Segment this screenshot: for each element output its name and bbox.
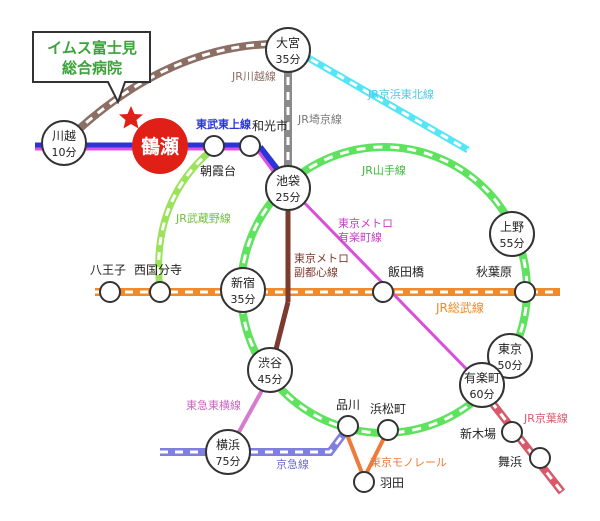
station-time: 60分 <box>470 388 495 401</box>
station-name: 横浜 <box>216 438 240 452</box>
station-name: 浜松町 <box>370 402 406 416</box>
label-line-keikyu: 京急線 <box>276 457 309 471</box>
station-shinjuku: 新宿 35分 <box>220 267 266 313</box>
station-time: 25分 <box>276 191 301 204</box>
station-name: 渋谷 <box>258 356 282 370</box>
station-name: 朝霞台 <box>200 163 236 178</box>
station-name: 品川 <box>336 398 360 412</box>
station-hachioji: 八王子 <box>90 263 126 303</box>
station-name: 飯田橋 <box>388 264 424 279</box>
station-omiya: 大宮 35分 <box>265 27 311 73</box>
line-jr-musashino <box>155 145 217 291</box>
station-name: 有楽町 <box>464 371 500 385</box>
station-ikebukuro: 池袋 25分 <box>265 165 311 211</box>
station-asakadai: 朝霞台 <box>200 135 236 178</box>
station-name: 和光市 <box>252 118 288 133</box>
station-time: 35分 <box>231 293 256 306</box>
label-line-kawagoe: JR川越線 <box>231 69 276 83</box>
line-keikyu <box>160 425 352 456</box>
station-name: 大宮 <box>276 35 300 50</box>
label-line-saikyo: JR埼京線 <box>297 112 342 126</box>
station-maihama: 舞浜 <box>498 447 551 469</box>
station-kawagoe: 川越 10分 <box>41 120 87 166</box>
station-time: 35分 <box>276 53 301 66</box>
line-jr-keiyo <box>478 387 566 495</box>
station-name: 新宿 <box>231 275 255 290</box>
line-jr-kawagoe <box>61 39 289 146</box>
station-shinagawa: 品川 <box>336 398 360 437</box>
label-line-yurakucho: 東京メトロ有楽町線 <box>338 216 393 244</box>
station-nishikokubunji: 西国分寺 <box>134 263 182 303</box>
station-name: 舞浜 <box>498 455 522 469</box>
label-line-keihin-tohoku: JR京浜東北線 <box>367 87 434 101</box>
station-name: 西国分寺 <box>134 263 182 277</box>
station-name: 羽田 <box>380 476 404 490</box>
station-tokyo: 東京 50分 <box>487 333 533 379</box>
station-name: 新木場 <box>460 426 496 441</box>
station-name: 池袋 <box>276 174 300 188</box>
station-haneda: 羽田 <box>353 471 404 493</box>
label-line-keiyo: JR京葉線 <box>523 411 568 425</box>
station-wakoshi: 和光市 <box>239 118 288 157</box>
label-line-toyoko: 東急東横線 <box>186 398 241 412</box>
station-time: 45分 <box>258 373 283 386</box>
station-name: 上野 <box>500 220 524 234</box>
line-jr-keihin-tohoku <box>296 48 470 154</box>
callout-line-1: イムス富士見 <box>47 39 137 57</box>
callout-line-2: 総合病院 <box>62 59 122 77</box>
station-name: 八王子 <box>90 263 126 277</box>
line-metro-fukutoshin <box>269 195 291 366</box>
station-name: 東京 <box>498 342 522 356</box>
station-ueno: 上野 55分 <box>489 211 535 257</box>
station-akihabara: 秋葉原 <box>476 265 536 303</box>
station-shinkiba: 新木場 <box>460 421 523 443</box>
label-line-tobu-tojo: 東武東上線 <box>196 117 251 131</box>
label-line-monorail: 東京モノレール <box>370 455 447 469</box>
station-name: 秋葉原 <box>476 265 512 279</box>
station-tsuruse: 鶴瀬 <box>132 118 188 174</box>
station-yokohama: 横浜 75分 <box>205 429 251 475</box>
label-line-sobu: JR総武線 <box>435 300 484 315</box>
station-name: 川越 <box>52 129 76 143</box>
destination-name: 鶴瀬 <box>141 135 179 158</box>
station-time: 55分 <box>500 237 525 250</box>
star-icon <box>119 106 143 129</box>
station-yurakucho: 有楽町 60分 <box>459 362 505 408</box>
station-time: 10分 <box>52 146 77 159</box>
label-line-musashino: JR武蔵野線 <box>175 211 231 225</box>
station-iidabashi: 飯田橋 <box>372 264 424 303</box>
hospital-callout: イムス富士見 総合病院 <box>32 31 151 105</box>
station-hamamatsucho: 浜松町 <box>370 402 406 441</box>
station-time: 75分 <box>216 455 241 468</box>
station-shibuya: 渋谷 45分 <box>247 347 293 393</box>
label-line-yamanote: JR山手線 <box>361 163 406 177</box>
station-time: 50分 <box>498 359 523 372</box>
label-line-fukutoshin: 東京メトロ副都心線 <box>294 251 349 279</box>
